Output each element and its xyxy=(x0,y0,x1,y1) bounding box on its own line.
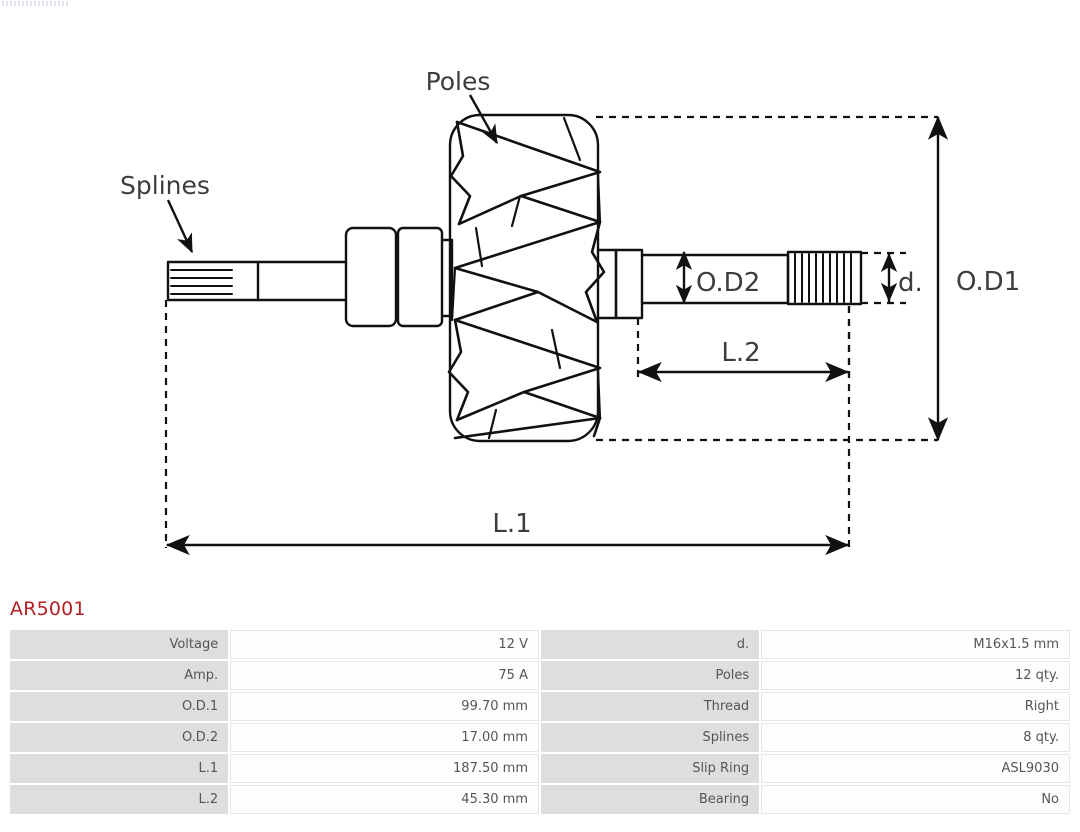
d-label: d. xyxy=(898,268,923,298)
l2-label: L.2 xyxy=(721,338,760,368)
spec-value-left: 12 V xyxy=(230,630,539,659)
projection-lines xyxy=(164,115,938,548)
l1-label: L.1 xyxy=(492,509,531,539)
bearing-seat-blocks xyxy=(344,226,454,328)
spec-key-right: Slip Ring xyxy=(540,754,760,783)
spec-value-right: 12 qty. xyxy=(761,661,1070,690)
spec-key-left: Voltage xyxy=(10,630,229,659)
spec-value-left: 17.00 mm xyxy=(230,723,539,752)
shaft-left xyxy=(256,260,348,302)
spec-key-left: O.D.1 xyxy=(10,692,229,721)
splined-shaft xyxy=(166,260,260,302)
od1-label: O.D1 xyxy=(956,267,1020,297)
poles-leader xyxy=(468,94,499,145)
od2-label: O.D2 xyxy=(696,268,760,298)
dimension-arrows xyxy=(165,115,949,556)
table-row: Voltage 12 V d. M16x1.5 mm xyxy=(10,630,1070,659)
table-row: O.D.2 17.00 mm Splines 8 qty. xyxy=(10,723,1070,752)
spec-key-right: d. xyxy=(540,630,760,659)
spec-key-left: O.D.2 xyxy=(10,723,229,752)
callout-leaders xyxy=(166,94,499,254)
spec-value-left: 187.50 mm xyxy=(230,754,539,783)
drive-end-shoulder xyxy=(596,248,644,320)
corner-artifact xyxy=(2,1,70,6)
specification-table: Voltage 12 V d. M16x1.5 mm Amp. 75 A Pol… xyxy=(8,628,1072,816)
spec-value-right: ASL9030 xyxy=(761,754,1070,783)
table-row: O.D.1 99.70 mm Thread Right xyxy=(10,692,1070,721)
spec-value-right: 8 qty. xyxy=(761,723,1070,752)
spec-key-left: L.2 xyxy=(10,785,229,814)
spec-key-right: Poles xyxy=(540,661,760,690)
table-row: L.2 45.30 mm Bearing No xyxy=(10,785,1070,814)
spec-key-right: Bearing xyxy=(540,785,760,814)
spec-value-left: 99.70 mm xyxy=(230,692,539,721)
part-code-title: AR5001 xyxy=(10,598,86,620)
splines-callout-label: Splines xyxy=(120,171,210,200)
spec-key-right: Splines xyxy=(540,723,760,752)
spec-key-right: Thread xyxy=(540,692,760,721)
spec-value-left: 45.30 mm xyxy=(230,785,539,814)
spec-value-left: 75 A xyxy=(230,661,539,690)
spec-key-left: Amp. xyxy=(10,661,229,690)
spec-value-right: M16x1.5 mm xyxy=(761,630,1070,659)
threaded-tip xyxy=(786,250,863,306)
spec-value-right: No xyxy=(761,785,1070,814)
poles-callout-label: Poles xyxy=(426,67,491,96)
spec-key-left: L.1 xyxy=(10,754,229,783)
table-row: L.1 187.50 mm Slip Ring ASL9030 xyxy=(10,754,1070,783)
spec-table-body: Voltage 12 V d. M16x1.5 mm Amp. 75 A Pol… xyxy=(10,630,1070,814)
spec-value-right: Right xyxy=(761,692,1070,721)
splines-leader xyxy=(166,199,194,254)
rotor-diagram: Poles Splines O.D1 O.D2 d. L.1 L.2 xyxy=(120,67,1020,556)
table-row: Amp. 75 A Poles 12 qty. xyxy=(10,661,1070,690)
claw-poles xyxy=(447,116,606,440)
